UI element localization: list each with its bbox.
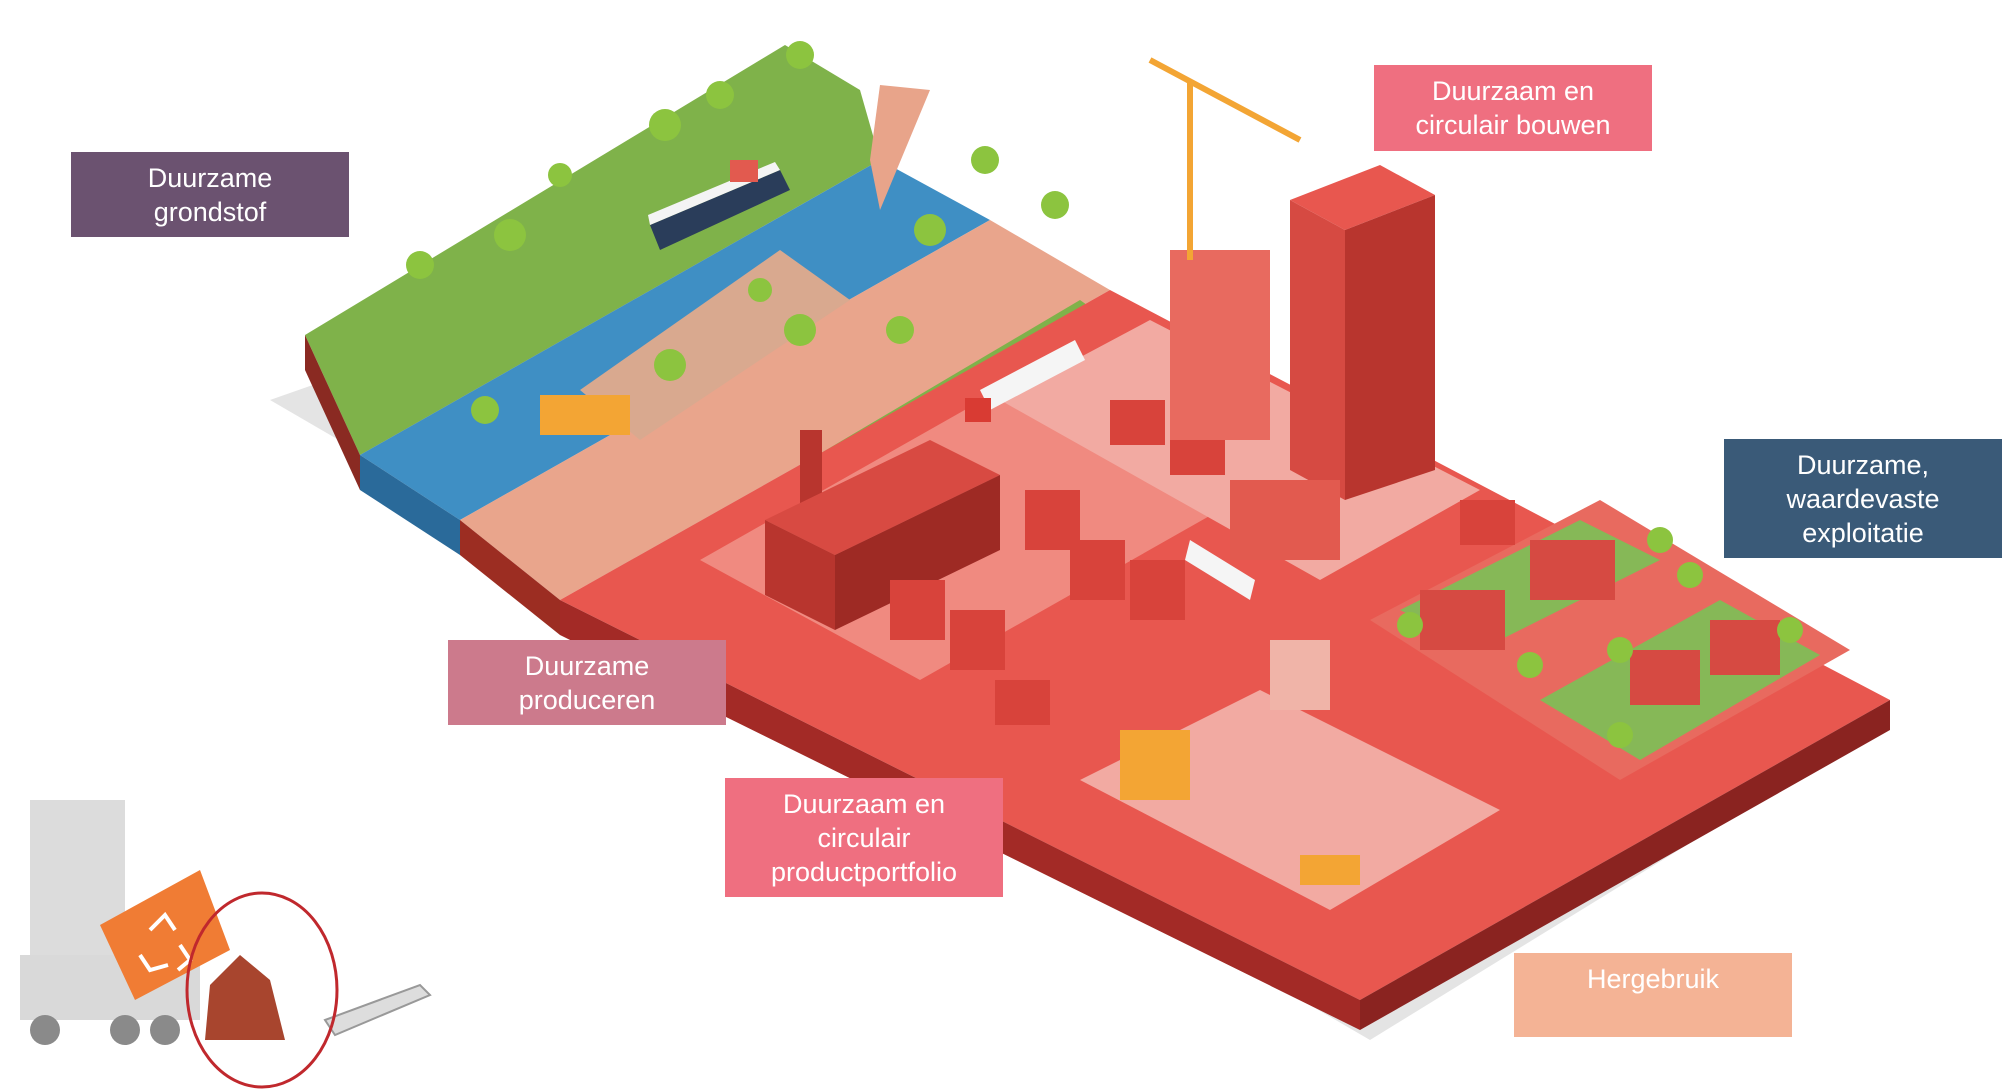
- construction-building: [1170, 165, 1435, 500]
- label-duurzame-produceren: Duurzame produceren: [448, 640, 726, 725]
- houses: [1120, 480, 1780, 800]
- label-hergebruik: Hergebruik: [1514, 953, 1792, 1037]
- excavator-icon: [540, 395, 1360, 885]
- crane-icon: [1148, 57, 1302, 260]
- factory-icon: [765, 430, 1000, 630]
- label-waardevaste-exploitatie: Duurzame, waardevaste exploitatie: [1724, 439, 2002, 558]
- recycle-container: [100, 870, 230, 1000]
- truck-icon: [965, 340, 1255, 600]
- label-circulair-bouwen: Duurzaam en circulair bouwen: [1374, 65, 1652, 151]
- brick-pallets: [890, 400, 1515, 725]
- bank-wall: [870, 85, 930, 210]
- label-productportfolio: Duurzaam en circulair productportfolio: [725, 778, 1003, 897]
- ship-icon: [648, 160, 790, 250]
- trees: [406, 41, 1803, 748]
- recycling-scene: [20, 800, 432, 1089]
- highlight-circle: [185, 891, 339, 1089]
- label-duurzame-grondstof: Duurzame grondstof: [71, 152, 349, 237]
- conveyor-icon: [323, 983, 432, 1037]
